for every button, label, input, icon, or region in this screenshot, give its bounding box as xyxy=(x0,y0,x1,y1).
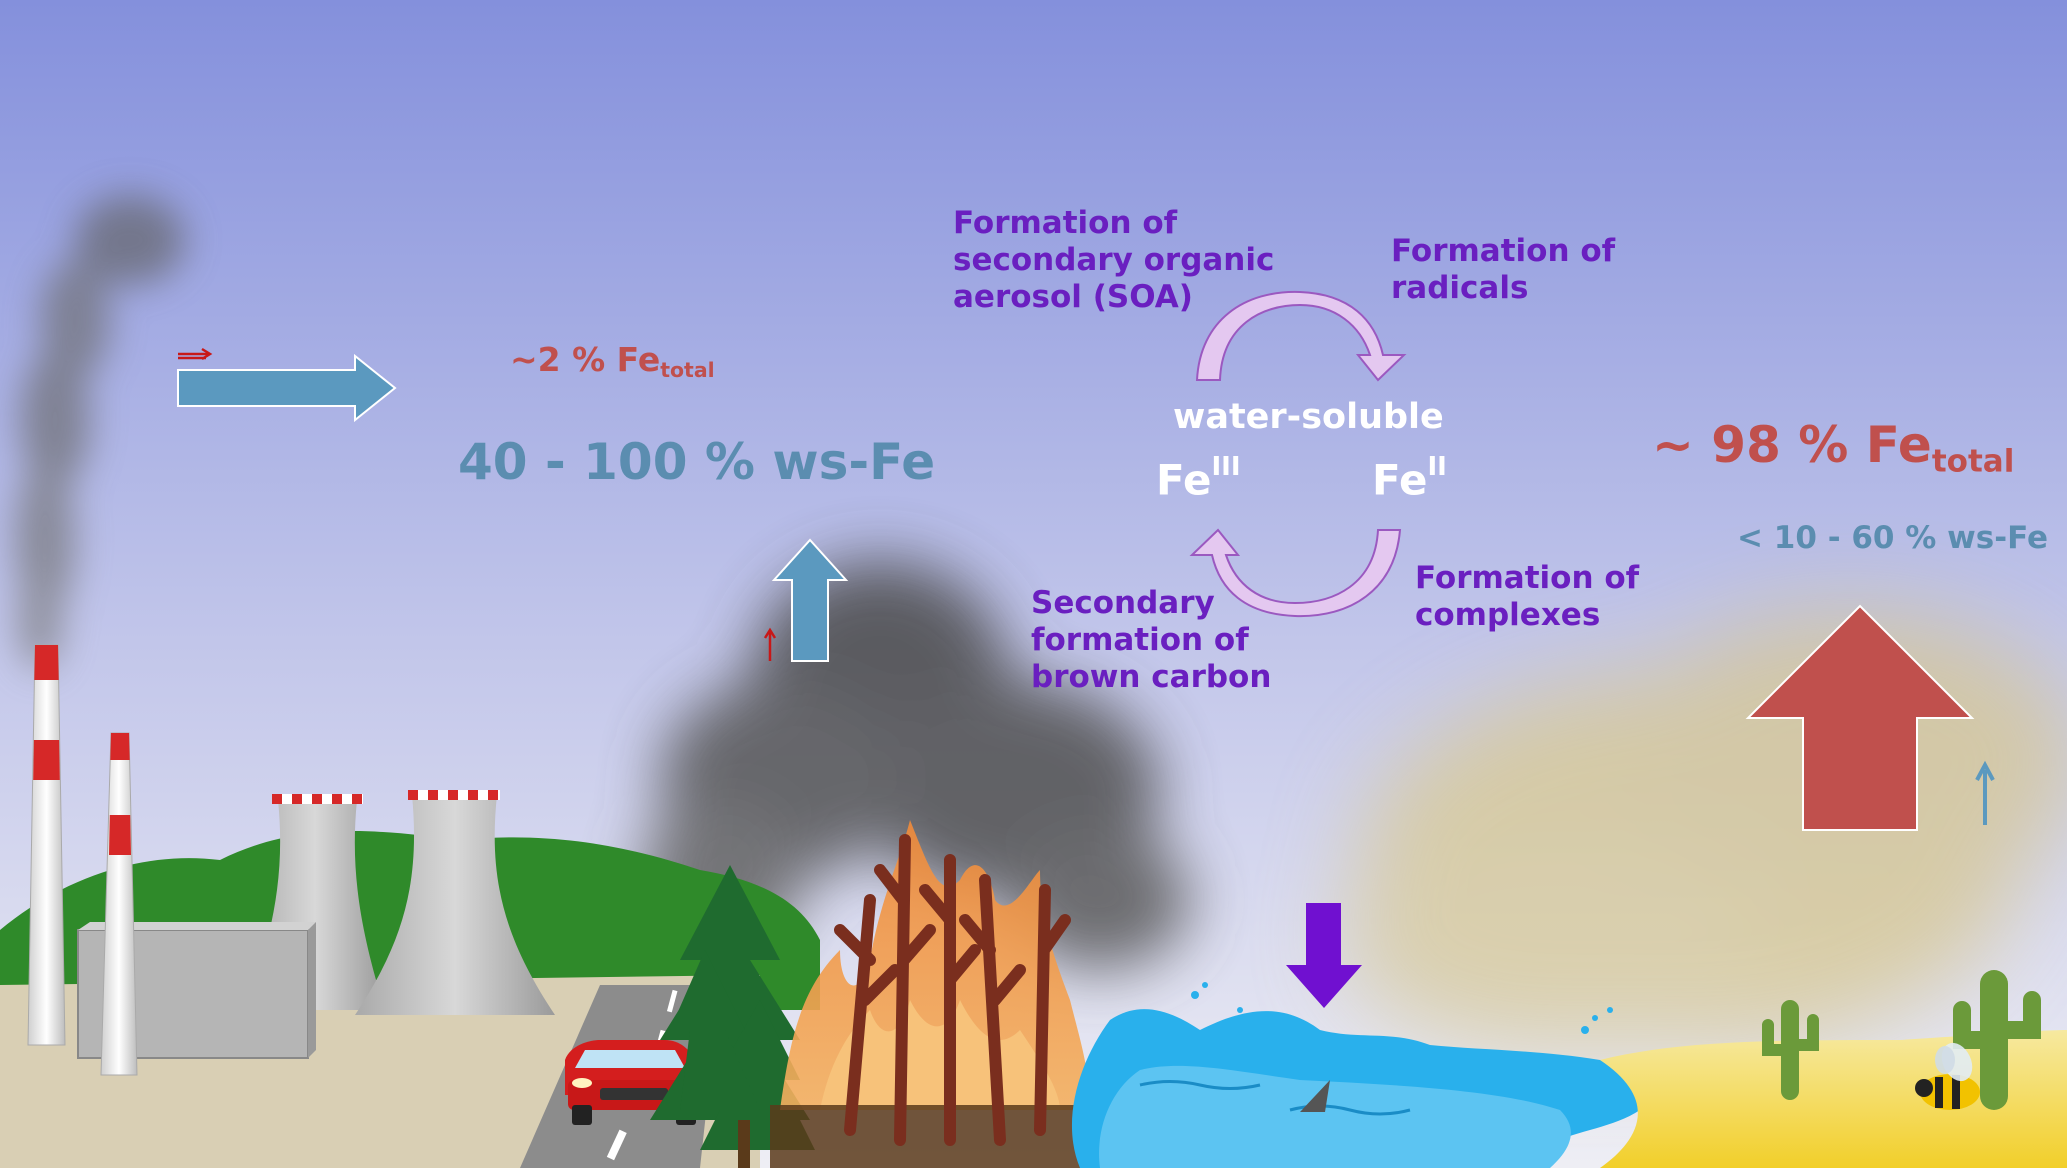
radicals-line-2: radicals xyxy=(1391,270,1529,307)
soa-line-3: aerosol (SOA) xyxy=(953,279,1193,316)
complexes-line-1: Formation of xyxy=(1415,560,1640,596)
fe-iii-label: FeIII xyxy=(1156,452,1241,506)
anthropogenic-fe-total-value: ~2 % Fe xyxy=(510,340,661,379)
brown-carbon-formation-label: Secondary formation of brown carbon xyxy=(1031,585,1271,697)
factory-smoke xyxy=(15,195,185,670)
anthropogenic-fe-total-label: ~2 % Fetotal xyxy=(510,340,715,383)
red-car xyxy=(565,1040,700,1125)
small-red-up-arrow xyxy=(763,627,777,661)
cactus-large xyxy=(1953,970,2041,1110)
fe-ii-superscript: II xyxy=(1427,452,1447,482)
soa-line-1: Formation of xyxy=(953,205,1178,241)
cycle-arrow-top xyxy=(1195,290,1407,382)
dust-fe-total-label: ~ 98 % Fetotal xyxy=(1652,415,2014,480)
fe-ii-label: FeII xyxy=(1372,452,1447,506)
soa-line-2: secondary organic xyxy=(953,242,1275,279)
water-soluble-label: water-soluble xyxy=(1173,397,1444,437)
radicals-line-1: Formation of xyxy=(1391,233,1616,269)
emission-transport-arrow xyxy=(177,353,397,423)
cactus-small xyxy=(1762,1000,1819,1100)
small-red-right-arrow xyxy=(178,347,213,361)
cooling-tower-right xyxy=(355,790,555,1015)
brown-carbon-line-2: formation of xyxy=(1031,622,1249,659)
anthropogenic-ws-fe-label: 40 - 100 % ws-Fe xyxy=(458,433,936,491)
anthropogenic-up-arrow xyxy=(771,538,849,662)
radicals-formation-label: Formation of radicals xyxy=(1391,233,1615,307)
fe-ii-base: Fe xyxy=(1372,455,1428,505)
fe-iii-superscript: III xyxy=(1211,452,1241,482)
smokestack-tall xyxy=(27,644,66,1046)
shark-fin xyxy=(1300,1080,1330,1112)
anthropogenic-fe-total-subscript: total xyxy=(660,358,715,383)
forest-fire xyxy=(770,820,1090,1168)
complexes-formation-label: Formation of complexes xyxy=(1415,560,1639,634)
fe-iii-base: Fe xyxy=(1156,455,1212,505)
dust-up-arrow xyxy=(1745,604,1975,831)
dust-fe-total-value: ~ 98 % Fe xyxy=(1652,416,1932,474)
smokestack-short xyxy=(100,732,138,1076)
small-blue-up-arrow xyxy=(1975,760,1995,825)
ocean xyxy=(1071,982,1648,1168)
deposition-down-arrow xyxy=(1286,903,1362,1008)
brown-carbon-line-1: Secondary xyxy=(1031,585,1215,621)
brown-carbon-line-3: brown carbon xyxy=(1031,659,1272,696)
bee xyxy=(1915,1042,1980,1110)
dust-fe-total-subscript: total xyxy=(1931,443,2015,480)
soa-formation-label: Formation of secondary organic aerosol (… xyxy=(953,205,1274,317)
complexes-line-2: complexes xyxy=(1415,597,1601,634)
cycle-arrow-bottom xyxy=(1189,528,1402,618)
dust-ws-fe-label: < 10 - 60 % ws-Fe xyxy=(1737,520,2049,556)
